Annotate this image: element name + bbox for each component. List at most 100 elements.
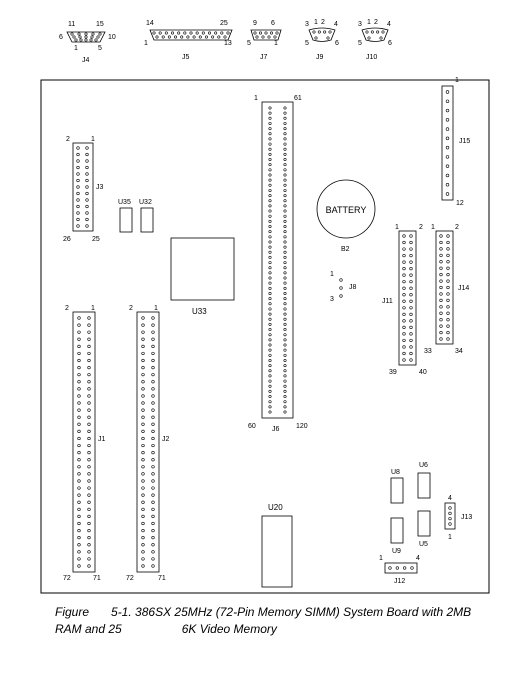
j11-pin	[409, 332, 413, 336]
chip-u9: U9	[390, 517, 404, 555]
j5-pin	[161, 35, 165, 39]
j2-pin	[141, 408, 145, 412]
j6-pin	[283, 214, 287, 218]
j15-pin	[445, 136, 450, 141]
j10-pin	[379, 36, 383, 40]
j11-label: J11	[382, 298, 393, 305]
j5-pin	[214, 31, 218, 35]
j1-pin-2: 2	[65, 305, 69, 312]
j6-pin	[283, 158, 287, 162]
j1-pin	[77, 415, 81, 419]
j15-pin	[445, 118, 450, 122]
j14-pin	[446, 273, 450, 277]
j13-pin	[448, 506, 452, 510]
j2-pin	[141, 528, 145, 533]
j6-pin	[268, 255, 272, 259]
connector-j1: 2 1 72 71 J1	[63, 305, 106, 582]
j7-pin	[275, 31, 279, 35]
j2-pin	[141, 373, 145, 377]
j2-pin	[141, 429, 145, 433]
j12-pin-4: 4	[416, 555, 420, 562]
j6-pin	[268, 121, 272, 125]
j4-pin	[78, 35, 82, 39]
j5-pin-25: 25	[220, 20, 228, 27]
j14-pin	[446, 298, 450, 302]
j6-pin	[283, 286, 287, 290]
j7-pin-1: 1	[274, 40, 278, 47]
j14-pin	[439, 240, 443, 245]
connector-j7: 9 6 5 1 J7	[247, 20, 282, 61]
j14-pin	[439, 298, 443, 302]
j14-pin	[439, 324, 443, 328]
j11-pin	[402, 338, 406, 343]
j2-pin	[151, 366, 155, 370]
j4-pin	[79, 38, 83, 42]
j14-pin-2: 2	[455, 224, 459, 231]
j11-pin	[402, 299, 406, 303]
j1-pin	[77, 358, 81, 363]
j6-pin	[268, 147, 272, 151]
j5-pin	[211, 35, 215, 39]
j6-pin	[283, 168, 287, 172]
j2-pin	[151, 429, 155, 433]
j1-pin	[87, 316, 91, 320]
j6-pin	[268, 194, 272, 198]
j11-pin	[409, 260, 413, 264]
j1-pin	[87, 521, 91, 526]
j6-pin	[268, 389, 272, 393]
j14-pin	[446, 247, 450, 251]
j6-pin	[283, 379, 287, 383]
j1-pin	[77, 351, 81, 356]
j1-pin	[87, 493, 91, 497]
j2-pin	[151, 458, 155, 462]
j7-pin	[264, 31, 268, 35]
j12-label: J12	[394, 578, 405, 585]
j13-pin	[448, 511, 452, 515]
j6-pin	[283, 389, 287, 393]
svg-text:U6: U6	[419, 462, 428, 469]
j2-pin	[141, 344, 145, 348]
connector-j11: 1 2 39 40 J11	[382, 224, 427, 376]
j2-pin	[151, 436, 155, 441]
j6-pin	[268, 343, 272, 347]
j3-pin	[85, 185, 89, 189]
j8-pin	[339, 286, 343, 290]
svg-text:U33: U33	[192, 307, 207, 316]
j13-pin	[448, 517, 452, 521]
j11-pin	[409, 338, 413, 343]
j2-pin	[151, 479, 155, 483]
j1-pin	[87, 543, 91, 547]
j7-pin-5: 5	[247, 40, 251, 47]
j15-pin	[445, 145, 450, 150]
j6-pin	[283, 276, 287, 280]
j4-pin	[91, 32, 95, 36]
j6-pin-120: 120	[296, 423, 308, 430]
j11-pin	[409, 234, 413, 238]
j4-pin-1: 1	[74, 45, 78, 52]
j2-pin	[141, 443, 145, 448]
j1-pin	[77, 451, 81, 455]
j6-pin	[268, 374, 272, 378]
svg-text:U9: U9	[392, 548, 401, 555]
j5-pin	[195, 31, 199, 35]
j6-pin	[268, 132, 272, 136]
caption-figure: Figure	[55, 605, 90, 619]
j6-pin	[283, 395, 287, 399]
battery-label: B2	[341, 246, 350, 253]
j6-pin	[268, 261, 272, 265]
j1-pin	[77, 507, 81, 511]
j15-pin	[445, 192, 450, 196]
j2-pin	[151, 521, 155, 526]
j1-pin	[77, 366, 81, 370]
j9-pin-1: 1	[314, 19, 318, 26]
j1-pin	[87, 458, 91, 462]
j14-pin-1: 1	[431, 224, 435, 231]
j1-pin	[77, 429, 81, 433]
j6-pin	[283, 235, 287, 239]
connector-j4: 11 15 6 10 1 5 J4	[59, 21, 116, 64]
j1-pin	[87, 394, 91, 398]
j2-pin	[151, 344, 155, 348]
j5-pin	[177, 31, 181, 35]
j5-pin	[186, 35, 190, 39]
